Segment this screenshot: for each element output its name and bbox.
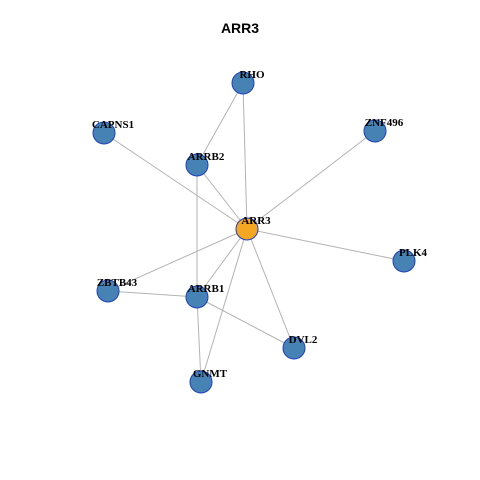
node-arrb2[interactable]: ARRB2 bbox=[185, 151, 225, 177]
node-arr3[interactable]: ARR3 bbox=[235, 215, 271, 241]
edge-arr3-znf496 bbox=[246, 130, 376, 230]
node-zbtb43[interactable]: ZBTB43 bbox=[96, 277, 138, 303]
edge-layer bbox=[103, 82, 405, 383]
node-capns1[interactable]: CAPNS1 bbox=[92, 119, 134, 145]
node-circle[interactable] bbox=[231, 71, 255, 95]
node-circle[interactable] bbox=[96, 279, 120, 303]
edge-arr3-capns1 bbox=[103, 132, 248, 230]
edge-arr3-gnmt bbox=[200, 228, 248, 383]
edge-arrb1-dvl2 bbox=[196, 296, 295, 349]
edge-arrb1-gnmt bbox=[196, 296, 202, 383]
node-gnmt[interactable]: GNMT bbox=[189, 368, 228, 394]
edge-zbtb43-arrb1 bbox=[107, 290, 198, 298]
node-label: ARR3 bbox=[241, 215, 271, 227]
node-label: GNMT bbox=[193, 368, 228, 380]
node-label: RHO bbox=[239, 69, 265, 81]
node-circle[interactable] bbox=[392, 249, 416, 273]
node-label: ARRB2 bbox=[188, 151, 225, 163]
node-circle[interactable] bbox=[185, 285, 209, 309]
node-circle[interactable] bbox=[363, 119, 387, 143]
edge-arr3-rho bbox=[242, 82, 248, 230]
node-arrb1[interactable]: ARRB1 bbox=[185, 283, 225, 309]
node-label: DVL2 bbox=[289, 334, 318, 346]
edge-arr3-arrb2 bbox=[196, 164, 248, 230]
edge-arr3-zbtb43 bbox=[107, 228, 248, 292]
node-label: ZNF496 bbox=[365, 117, 404, 129]
node-label: PLK4 bbox=[399, 247, 428, 259]
node-circle[interactable] bbox=[282, 336, 306, 360]
node-circle[interactable] bbox=[235, 217, 259, 241]
node-label: CAPNS1 bbox=[92, 119, 134, 131]
node-znf496[interactable]: ZNF496 bbox=[363, 117, 404, 143]
node-label: ARRB1 bbox=[188, 283, 225, 295]
node-label: ZBTB43 bbox=[97, 277, 138, 289]
edge-rho-arrb2 bbox=[196, 82, 244, 166]
edge-arr3-arrb1 bbox=[196, 228, 248, 298]
node-plk4[interactable]: PLK4 bbox=[392, 247, 428, 273]
node-rho[interactable]: RHO bbox=[231, 69, 265, 95]
edge-arr3-dvl2 bbox=[246, 228, 295, 349]
node-circle[interactable] bbox=[189, 370, 213, 394]
figure-title: ARR3 bbox=[220, 20, 260, 36]
node-dvl2[interactable]: DVL2 bbox=[282, 334, 318, 360]
node-circle[interactable] bbox=[92, 121, 116, 145]
node-circle[interactable] bbox=[185, 153, 209, 177]
edge-arr3-plk4 bbox=[246, 228, 405, 262]
